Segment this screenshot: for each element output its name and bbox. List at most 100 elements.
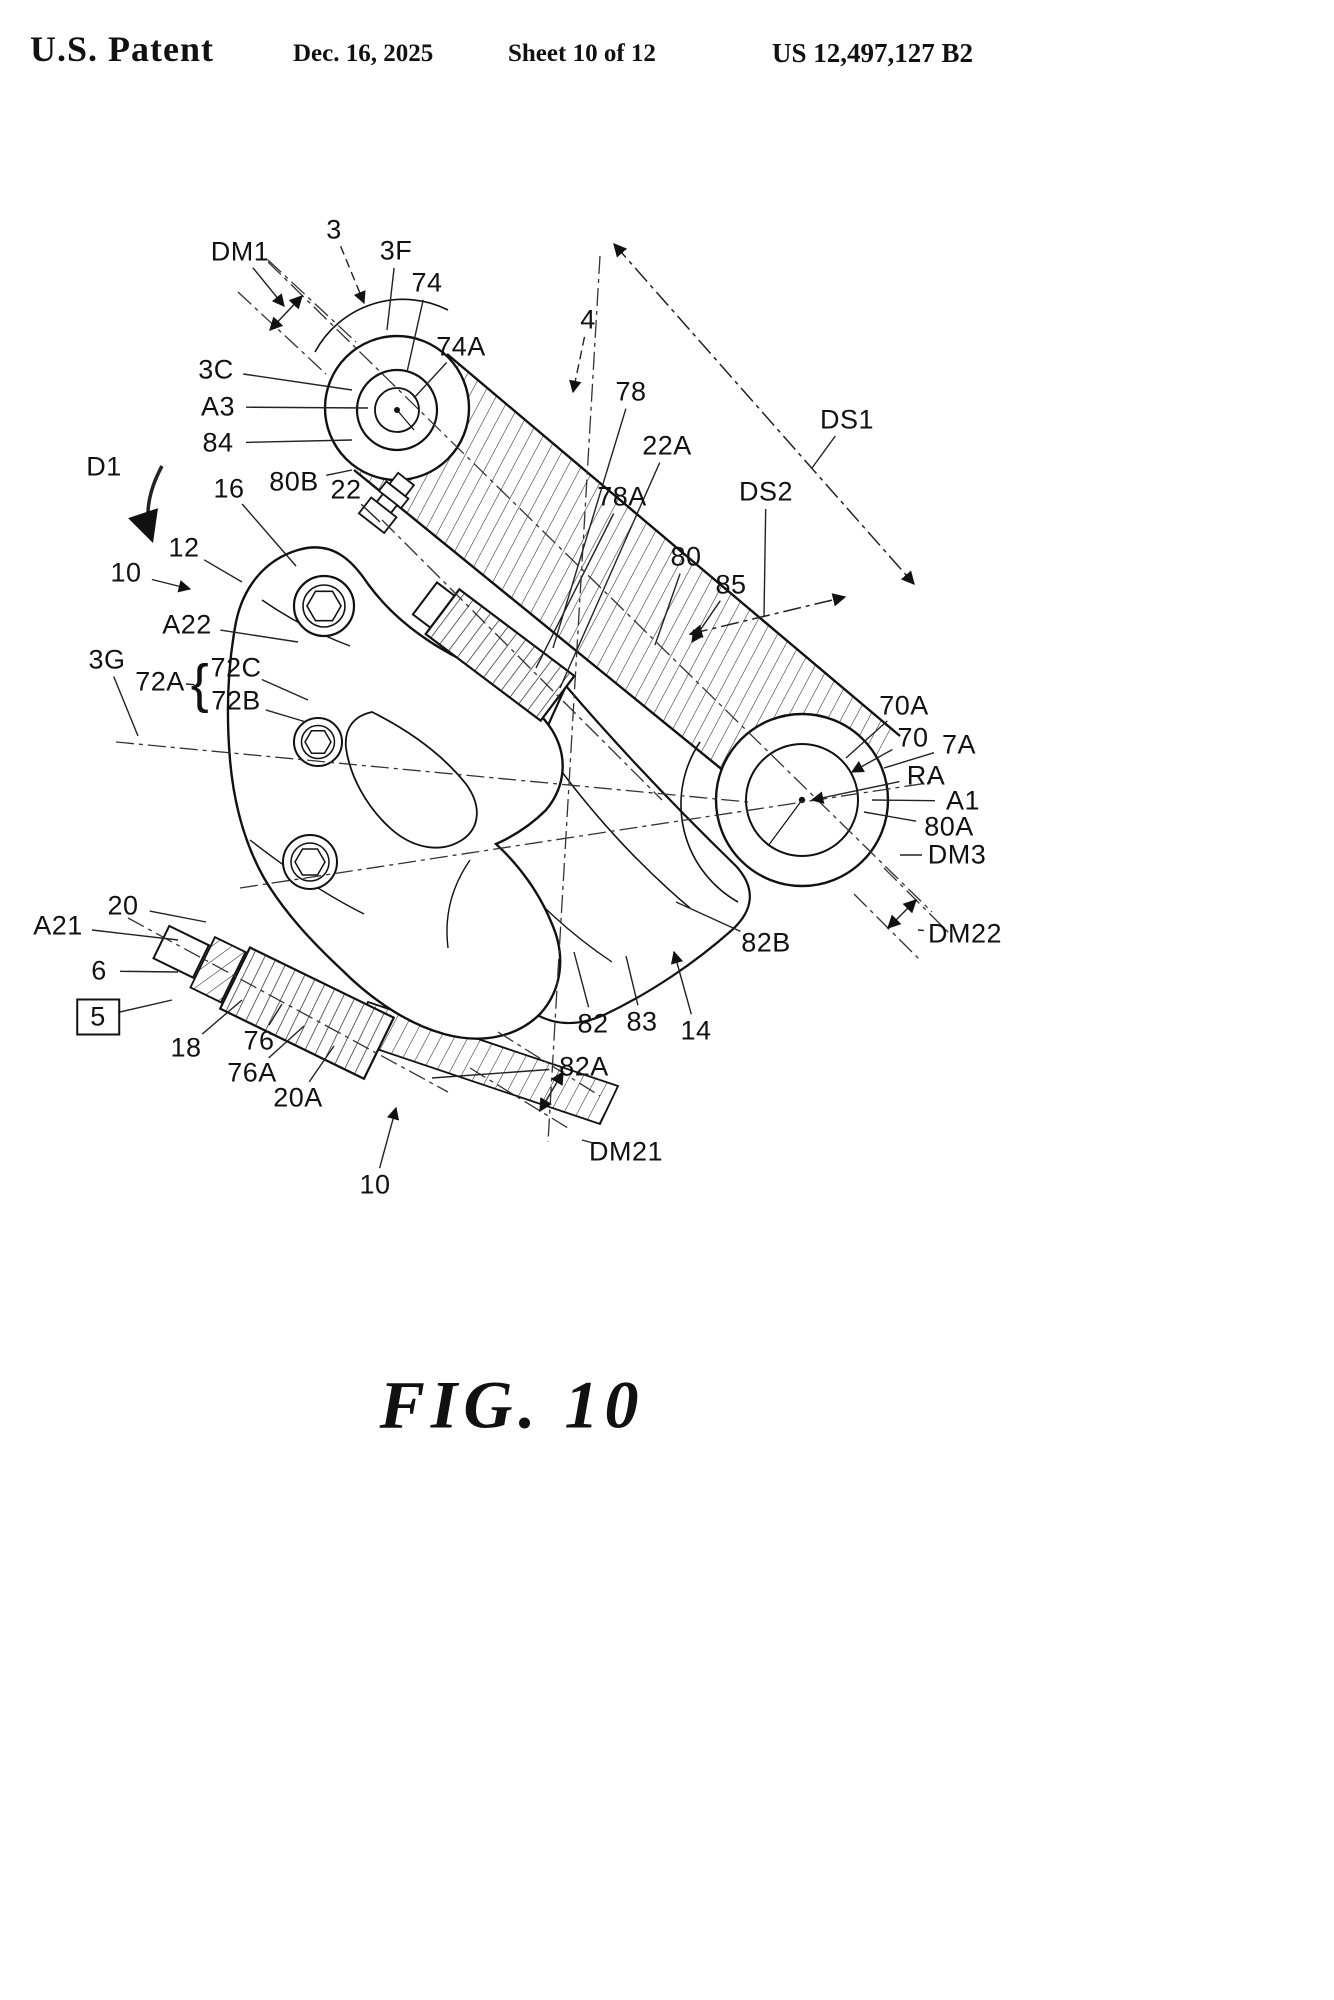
leader-line-82b	[675, 901, 741, 933]
upper-adjuster-barrel	[411, 581, 576, 723]
figure-label-85: 85	[715, 569, 747, 600]
lower-adjuster-assembly	[152, 924, 396, 1081]
figure-label-6: 6	[91, 955, 107, 986]
leader-line-22a	[559, 462, 661, 689]
figure-label-78a: 78A	[597, 481, 647, 512]
figure-label-a21: A21	[33, 910, 83, 941]
figure-label-dm3: DM3	[927, 839, 987, 870]
leader-line-5	[118, 999, 173, 1014]
leader-line-3g	[113, 676, 139, 737]
leader-line-80b	[326, 469, 353, 476]
figure-label-82: 82	[577, 1008, 609, 1039]
figure-caption: FIG. 10	[379, 1366, 645, 1443]
leader-line-18	[201, 999, 243, 1035]
figure-label-d1: D1	[86, 451, 122, 482]
caliper-bolt-top	[292, 574, 356, 638]
leader-line-a1	[871, 799, 936, 802]
leader-line-78	[552, 408, 627, 649]
dim-ds2	[688, 593, 847, 638]
leader-lines	[91, 245, 936, 1169]
leader-line-a22	[220, 629, 299, 643]
fork-crown-mount	[314, 298, 471, 482]
leader-line-20	[149, 910, 207, 923]
leader-line-76a	[268, 1025, 305, 1059]
figure-label-10: 10	[110, 557, 142, 588]
figure-label-a3: A3	[200, 391, 236, 422]
figure-label-: {	[190, 654, 210, 714]
figure-label-3g: 3G	[88, 644, 126, 675]
figure-label-72a: 72A	[135, 666, 185, 697]
leader-line-22	[360, 503, 381, 523]
figure-label-dm21: DM21	[588, 1136, 664, 1167]
leader-line-a3	[245, 406, 369, 409]
leader-line-10	[151, 578, 192, 593]
d1-rotation-arrow	[128, 465, 164, 543]
leader-line-3c	[243, 373, 353, 391]
figure-label-a22: A22	[162, 609, 212, 640]
leader-line-7a	[883, 752, 935, 769]
leader-line-78a	[535, 513, 615, 669]
leader-line-70a	[845, 720, 888, 759]
caliper-bolt-middle	[293, 717, 343, 767]
leader-line-dm21	[581, 1139, 592, 1144]
figure-label-83: 83	[626, 1006, 658, 1037]
leader-line-3f	[386, 267, 395, 331]
figure-label-72b: 72B	[211, 685, 261, 716]
leader-line-82	[573, 951, 590, 1008]
figure-label-82b: 82B	[741, 927, 791, 958]
dim-dm21	[539, 1070, 564, 1113]
dimension-arrows	[128, 242, 917, 1113]
figure-label-80a: 80A	[924, 811, 974, 842]
figure-label-76: 76	[243, 1025, 275, 1056]
figure-label-5: 5	[76, 998, 120, 1036]
figure-label-dm22: DM22	[927, 918, 1003, 949]
leader-line-84	[245, 439, 353, 444]
leader-line-74	[406, 299, 424, 373]
figure-label-ds1: DS1	[819, 404, 875, 435]
leader-line-83	[625, 955, 639, 1006]
figure-label-18: 18	[170, 1032, 202, 1063]
figure-label-dm1: DM1	[210, 236, 270, 267]
figure-label-22: 22	[330, 474, 362, 505]
patent-number: US 12,497,127 B2	[772, 38, 974, 68]
figure-label-12: 12	[168, 532, 200, 563]
figure-label-ra: RA	[906, 760, 946, 791]
leader-line-82a	[431, 1068, 550, 1079]
leader-line-72a	[185, 683, 195, 686]
figure-label-80b: 80B	[269, 466, 319, 497]
figure-label-10: 10	[359, 1169, 391, 1200]
dim-dm22	[887, 899, 917, 929]
figure-label-82a: 82A	[559, 1051, 609, 1082]
leader-line-6	[119, 970, 179, 973]
figure-label-20: 20	[107, 890, 139, 921]
leader-line-20a	[308, 1045, 335, 1083]
figure-label-74a: 74A	[436, 331, 486, 362]
dim-ds1	[613, 242, 915, 586]
patent-date: Dec. 16, 2025	[293, 40, 434, 67]
leader-line-74a	[413, 362, 448, 399]
leader-line-4	[569, 336, 586, 394]
figure-label-4: 4	[580, 304, 596, 335]
figure-label-72c: 72C	[210, 652, 262, 683]
figure-label-22a: 22A	[642, 430, 692, 461]
leader-line-85	[691, 600, 721, 644]
leader-line-ds2	[763, 508, 767, 617]
leader-line-80	[654, 573, 681, 646]
figure-label-84: 84	[202, 427, 234, 458]
figure-label-3f: 3F	[379, 235, 413, 266]
dim-dm1	[269, 295, 303, 331]
figure-label-7a: 7A	[941, 729, 977, 760]
leader-line-3	[339, 245, 366, 305]
leader-line-16	[241, 503, 297, 567]
leader-line-a21	[91, 929, 179, 941]
leader-line-10	[378, 1106, 400, 1169]
leader-line-14	[670, 950, 692, 1015]
figure-label-74: 74	[411, 267, 443, 298]
leader-line-76	[268, 1003, 283, 1026]
figure-label-16: 16	[213, 473, 245, 504]
leader-line-dm1	[252, 267, 285, 307]
sheet-info: Sheet 10 of 12	[508, 40, 656, 67]
leader-line-80a	[863, 811, 917, 822]
leader-line-72c	[261, 678, 309, 701]
